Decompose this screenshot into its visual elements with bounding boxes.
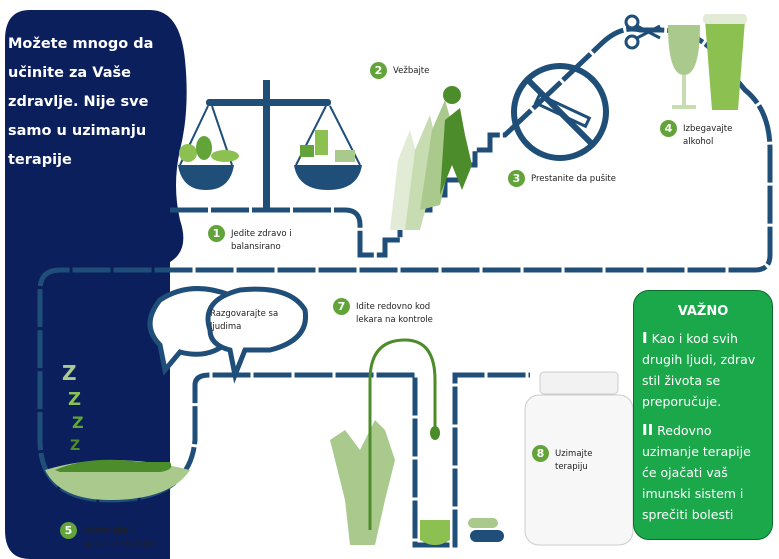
speech-bubbles-icon — [147, 286, 309, 384]
important-text: Redovno uzimanje terapije će ojačati vaš… — [642, 423, 751, 522]
step-label: Vežbajte — [393, 66, 430, 76]
step-label: Odmarajte i spavajte dovoljno — [83, 526, 159, 549]
alcohol-glasses-icon — [668, 14, 747, 110]
step-label: Jedite zdravo i balansirano — [231, 229, 292, 252]
important-text: Kao i kod svih drugih ljudi, zdrav stil … — [642, 331, 756, 409]
step-3: 3 Prestanite da pušite — [508, 170, 616, 187]
step-label: Uzimajte terapiju — [555, 449, 593, 472]
step-2: 2 Vežbajte — [370, 62, 429, 79]
step-8: 8 Uzimajte terapiju — [532, 445, 617, 474]
step-badge: 5 — [60, 522, 77, 539]
sleep-z-letters: Z — [62, 361, 77, 385]
important-item-1: I Kao i kod svih drugih ljudi, zdrav sti… — [642, 328, 764, 412]
pill-bottle-icon — [524, 371, 634, 546]
step-badge: 2 — [370, 62, 387, 79]
important-item-2: II Redovno uzimanje terapije će ojačati … — [642, 420, 764, 525]
step-5: 5 Odmarajte i spavajte dovoljno — [60, 522, 170, 551]
runners-icon — [390, 86, 472, 230]
arm-tube-icon — [330, 338, 504, 545]
intro-blob — [5, 10, 187, 559]
svg-text:Z: Z — [72, 413, 84, 432]
step-badge: 1 — [208, 225, 225, 242]
numeral: II — [642, 421, 654, 439]
step-label: Prestanite da pušite — [531, 174, 616, 184]
step-badge: 3 — [508, 170, 525, 187]
step-7: 7 Idite redovno kod lekara na kontrole — [333, 298, 448, 327]
step-4: 4 Izbegavajte alkohol — [660, 120, 735, 149]
no-smoking-icon — [511, 63, 609, 161]
scissors-icon — [624, 14, 661, 50]
step-1: 1 Jedite zdravo i balansirano — [208, 225, 318, 254]
important-title: VAŽNO — [677, 304, 729, 319]
step-label: Idite redovno kod lekara na kontrole — [356, 302, 433, 325]
step-label: Izbegavajte alkohol — [683, 124, 733, 147]
scale-icon — [178, 80, 362, 210]
svg-text:Z: Z — [70, 438, 80, 454]
sleeping-person-icon — [45, 459, 190, 500]
intro-text: Možete mnogo da učinite za Vaše zdravlje… — [8, 36, 154, 168]
step-badge: 4 — [660, 120, 677, 137]
svg-text:Z: Z — [68, 389, 81, 410]
step-badge: 8 — [532, 445, 549, 462]
numeral: I — [642, 329, 648, 347]
important-box: VAŽNO I Kao i kod svih drugih ljudi, zdr… — [633, 290, 773, 540]
step-badge: 7 — [333, 298, 350, 315]
speech-bubble-text: Razgovarajte sa ljudima — [210, 309, 279, 332]
